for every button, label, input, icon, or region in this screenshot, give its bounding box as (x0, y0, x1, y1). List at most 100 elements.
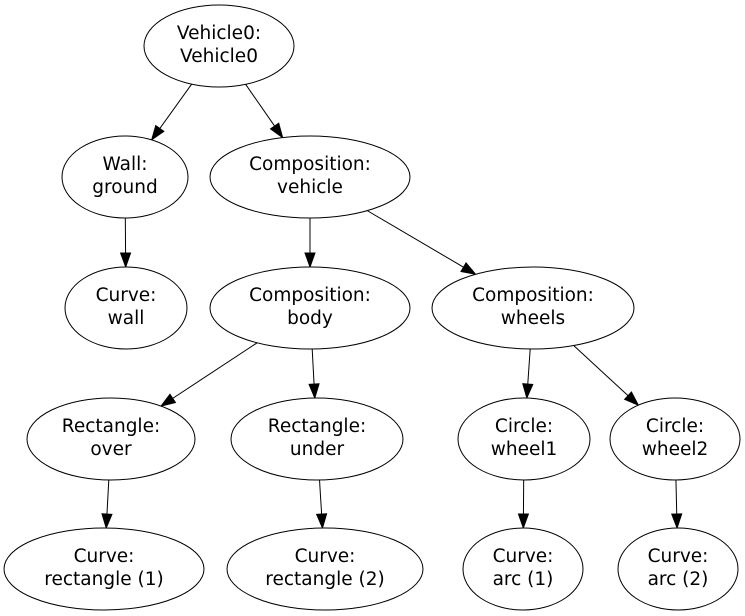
node-comp-wheels: Composition:wheels (431, 266, 635, 350)
node-ellipse (209, 135, 411, 219)
node-curve-wall: Curve:wall (64, 266, 188, 350)
node-curve-arc1: Curve:arc (1) (462, 527, 584, 611)
node-label-line: arc (1) (493, 569, 554, 590)
node-label: Wall:ground (92, 154, 157, 198)
node-ellipse (609, 397, 741, 481)
node-label: Composition:body (249, 285, 371, 329)
node-label-line: wheels (501, 308, 565, 329)
edge-comp-wheels-to-circle-wheel2 (573, 345, 640, 407)
edge-arrowhead-icon (460, 262, 477, 276)
node-label: Curve:rectangle (2) (265, 546, 384, 590)
node-rect-over: Rectangle:over (26, 397, 196, 481)
node-label: Curve:arc (1) (493, 546, 554, 590)
edge-vehicle0-to-comp-vehicle (245, 84, 284, 139)
node-label-line: Curve: (96, 285, 157, 306)
node-label-line: Curve: (295, 546, 356, 567)
edge-arrowhead-icon (522, 383, 534, 400)
edge-comp-wheels-to-circle-wheel1 (522, 348, 534, 400)
edge-line (366, 210, 464, 268)
edge-line (311, 348, 315, 385)
edge-line (675, 479, 678, 515)
node-label: Vehicle0:Vehicle0 (177, 23, 261, 67)
edge-comp-vehicle-to-comp-body (304, 218, 316, 269)
node-label-line: Curve: (648, 546, 709, 567)
node-label-line: Curve: (74, 546, 135, 567)
edge-line (106, 479, 110, 515)
edge-arrowhead-icon (269, 122, 284, 139)
node-comp-vehicle: Composition:vehicle (209, 135, 411, 219)
node-ellipse (209, 266, 411, 350)
node-label-line: body (287, 308, 333, 329)
edge-comp-vehicle-to-comp-wheels (366, 210, 477, 276)
node-curve-rect1: Curve:rectangle (1) (3, 527, 205, 611)
edge-wall-ground-to-curve-wall (119, 217, 132, 269)
node-wall-ground: Wall:ground (61, 135, 189, 219)
node-ellipse (230, 397, 404, 481)
node-label-line: Vehicle0 (180, 46, 258, 67)
edge-arrowhead-icon (517, 513, 530, 530)
node-label-line: Wall: (103, 154, 148, 175)
node-label-line: Composition: (249, 285, 371, 306)
edge-arrowhead-icon (150, 124, 165, 142)
node-label-line: wall (108, 308, 145, 329)
edge-line (319, 479, 323, 515)
node-curve-rect2: Curve:rectangle (2) (226, 527, 424, 611)
node-vehicle0: Vehicle0:Vehicle0 (143, 4, 295, 88)
node-label-line: rectangle (1) (44, 569, 163, 590)
nodes-layer: Vehicle0:Vehicle0Wall:groundComposition:… (3, 4, 741, 611)
edge-arrowhead-icon (623, 391, 640, 407)
node-label: Circle:wheel1 (491, 416, 558, 460)
node-rect-under: Rectangle:under (230, 397, 404, 481)
node-ellipse (462, 527, 584, 611)
node-label-line: Curve: (493, 546, 554, 567)
node-label: Rectangle:under (268, 416, 366, 460)
edge-arrowhead-icon (671, 513, 683, 530)
edge-line (159, 83, 193, 129)
node-label: Curve:rectangle (1) (44, 546, 163, 590)
node-ellipse (431, 266, 635, 350)
edge-comp-body-to-rect-under (308, 348, 320, 400)
node-label: Rectangle:over (62, 416, 160, 460)
node-label-line: wheel2 (642, 439, 709, 460)
node-ellipse (226, 527, 424, 611)
edge-comp-body-to-rect-over (159, 342, 258, 407)
node-label-line: ground (92, 177, 157, 198)
edge-arrowhead-icon (304, 252, 316, 269)
edge-vehicle0-to-wall-ground (150, 83, 193, 142)
node-circle-wheel1: Circle:wheel1 (457, 397, 591, 481)
edge-line (527, 348, 531, 385)
edge-circle-wheel1-to-curve-arc1 (517, 479, 530, 530)
node-label-line: Circle: (495, 416, 553, 437)
node-label-line: vehicle (277, 177, 343, 198)
node-label-line: wheel1 (491, 439, 558, 460)
node-ellipse (64, 266, 188, 350)
edge-circle-wheel2-to-curve-arc2 (671, 479, 683, 530)
edge-arrowhead-icon (159, 393, 177, 407)
node-label-line: arc (2) (648, 569, 709, 590)
node-label-line: Composition: (472, 285, 594, 306)
node-ellipse (617, 527, 739, 611)
node-ellipse (3, 527, 205, 611)
edge-line (245, 84, 276, 127)
node-label: Composition:wheels (472, 285, 594, 329)
edge-line (573, 345, 629, 397)
node-label: Composition:vehicle (249, 154, 371, 198)
node-label-line: Vehicle0: (177, 23, 261, 44)
node-ellipse (26, 397, 196, 481)
edge-arrowhead-icon (308, 383, 320, 400)
node-label-line: over (90, 439, 132, 460)
node-label-line: rectangle (2) (265, 569, 384, 590)
node-comp-body: Composition:body (209, 266, 411, 350)
node-ellipse (457, 397, 591, 481)
node-label: Curve:wall (96, 285, 157, 329)
node-ellipse (61, 135, 189, 219)
node-label-line: under (290, 439, 345, 460)
edge-line (172, 342, 258, 399)
node-label: Circle:wheel2 (642, 416, 709, 460)
edge-rect-over-to-curve-rect1 (101, 479, 113, 530)
node-label-line: Circle: (646, 416, 704, 437)
edge-arrowhead-icon (315, 513, 328, 530)
node-ellipse (143, 4, 295, 88)
